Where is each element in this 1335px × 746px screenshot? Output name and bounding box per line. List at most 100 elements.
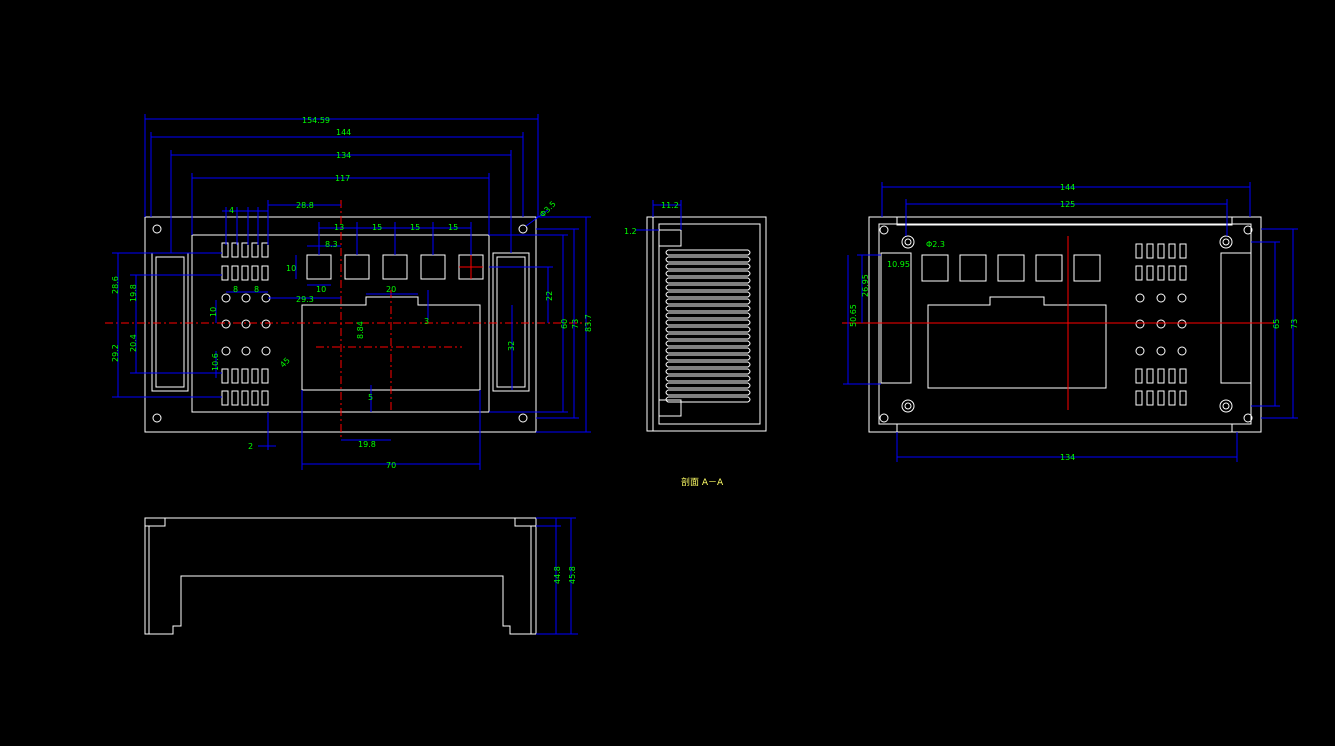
cooling-fin: [665, 361, 751, 368]
cooling-fin: [665, 298, 751, 305]
cooling-fin: [665, 326, 751, 333]
vent-slot: [261, 242, 269, 258]
front-view: 154.59 144 134 117 28.8 4 13 15 15 15 8.…: [105, 114, 593, 470]
vent-slot: [221, 368, 229, 384]
vent-slot: [261, 368, 269, 384]
vent-slot: [261, 265, 269, 281]
vent-slot: [1157, 390, 1165, 406]
vent-slot: [1168, 243, 1176, 259]
dim-15-a: 15: [372, 223, 382, 232]
hole: [1177, 293, 1187, 303]
vent-slot: [241, 368, 249, 384]
dim-45: 45: [278, 356, 292, 370]
vent-slot: [231, 368, 239, 384]
dim-8-b: 8: [254, 285, 259, 294]
cooling-fin: [665, 382, 751, 389]
bottom-view: 44.8 45.8: [144, 517, 578, 635]
hole: [1177, 319, 1187, 329]
cooling-fin: [665, 354, 751, 361]
vent-slot: [1146, 390, 1154, 406]
vent-slot: [251, 390, 259, 406]
cooling-fin: [665, 263, 751, 270]
section-caption: 剖面 A－A: [681, 476, 724, 488]
vent-slot: [231, 265, 239, 281]
rear-dim-134: 134: [1060, 453, 1075, 462]
hole: [241, 319, 251, 329]
dim-3: 3: [424, 317, 429, 326]
hole: [1135, 319, 1145, 329]
vent-slot: [1179, 265, 1187, 281]
dim-29-2: 29.2: [111, 344, 120, 362]
vent-slot: [251, 265, 259, 281]
vent-slot: [1179, 243, 1187, 259]
cooling-fin: [665, 284, 751, 291]
hole: [261, 319, 271, 329]
dim-13: 13: [334, 223, 344, 232]
dim-144: 144: [336, 128, 351, 137]
dim-70: 70: [386, 461, 396, 470]
dim-1-2: 1.2: [624, 227, 637, 236]
vent-slot: [1146, 265, 1154, 281]
dim-22: 22: [545, 291, 554, 301]
vent-slot: [231, 390, 239, 406]
dim-45-8: 45.8: [568, 566, 577, 584]
vent-slot: [1157, 265, 1165, 281]
rear-dim-phi-2-3: Φ2.3: [926, 240, 945, 249]
dim-10-left: 10: [209, 307, 218, 317]
cooling-fin: [665, 340, 751, 347]
dim-20: 20: [386, 285, 396, 294]
vent-slot: [1135, 243, 1143, 259]
dim-19-8: 19.8: [358, 440, 376, 449]
vent-slot: [1157, 243, 1165, 259]
dim-5: 5: [368, 393, 373, 402]
vent-slot: [251, 368, 259, 384]
dim-10-6: 10.6: [211, 353, 220, 371]
cooling-fin: [665, 389, 751, 396]
vent-slot: [1135, 368, 1143, 384]
vent-slot: [221, 390, 229, 406]
vent-slot: [241, 390, 249, 406]
cooling-fin: [665, 249, 751, 256]
dim-32: 32: [507, 341, 516, 351]
rear-dim-26-95: 26.95: [861, 274, 870, 297]
dim-134: 134: [336, 151, 351, 160]
dim-11-2: 11.2: [661, 201, 679, 210]
dim-44-8: 44.8: [553, 566, 562, 584]
vent-slot: [251, 242, 259, 258]
cooling-fin: [665, 319, 751, 326]
cooling-fin: [665, 375, 751, 382]
vent-slot: [1168, 265, 1176, 281]
vent-slot: [231, 242, 239, 258]
hole: [1156, 293, 1166, 303]
cooling-fin: [665, 396, 751, 403]
dim-8-3: 8.3: [325, 240, 338, 249]
vent-slot: [1146, 243, 1154, 259]
cooling-fin: [665, 333, 751, 340]
rear-dim-125: 125: [1060, 200, 1075, 209]
cooling-fin: [665, 368, 751, 375]
rear-dim-50-65: 50.65: [849, 304, 858, 327]
dim-28-8: 28.8: [296, 201, 314, 210]
dim-4: 4: [229, 206, 234, 215]
dim-overall-width: 154.59: [302, 116, 330, 125]
vent-slot: [1179, 368, 1187, 384]
vent-slot: [1135, 265, 1143, 281]
vent-slot: [1179, 390, 1187, 406]
hole: [241, 293, 251, 303]
vent-slot: [241, 242, 249, 258]
dim-117: 117: [335, 174, 350, 183]
hole: [261, 346, 271, 356]
dim-phi-3-5: Φ3.5: [538, 199, 558, 219]
vent-slot: [221, 265, 229, 281]
dim-29-3: 29.3: [296, 295, 314, 304]
dim-8-84: 8.84: [356, 321, 365, 339]
vent-slot: [241, 265, 249, 281]
vent-slot: [261, 390, 269, 406]
dim-2: 2: [248, 442, 253, 451]
dim-15-c: 15: [448, 223, 458, 232]
rear-dim-73: 73: [1290, 319, 1299, 329]
rear-dim-144: 144: [1060, 183, 1075, 192]
hole: [1156, 319, 1166, 329]
rear-view: 144 125 134 Φ2.3 10.95 26.95 50.65 65 73: [842, 182, 1299, 462]
